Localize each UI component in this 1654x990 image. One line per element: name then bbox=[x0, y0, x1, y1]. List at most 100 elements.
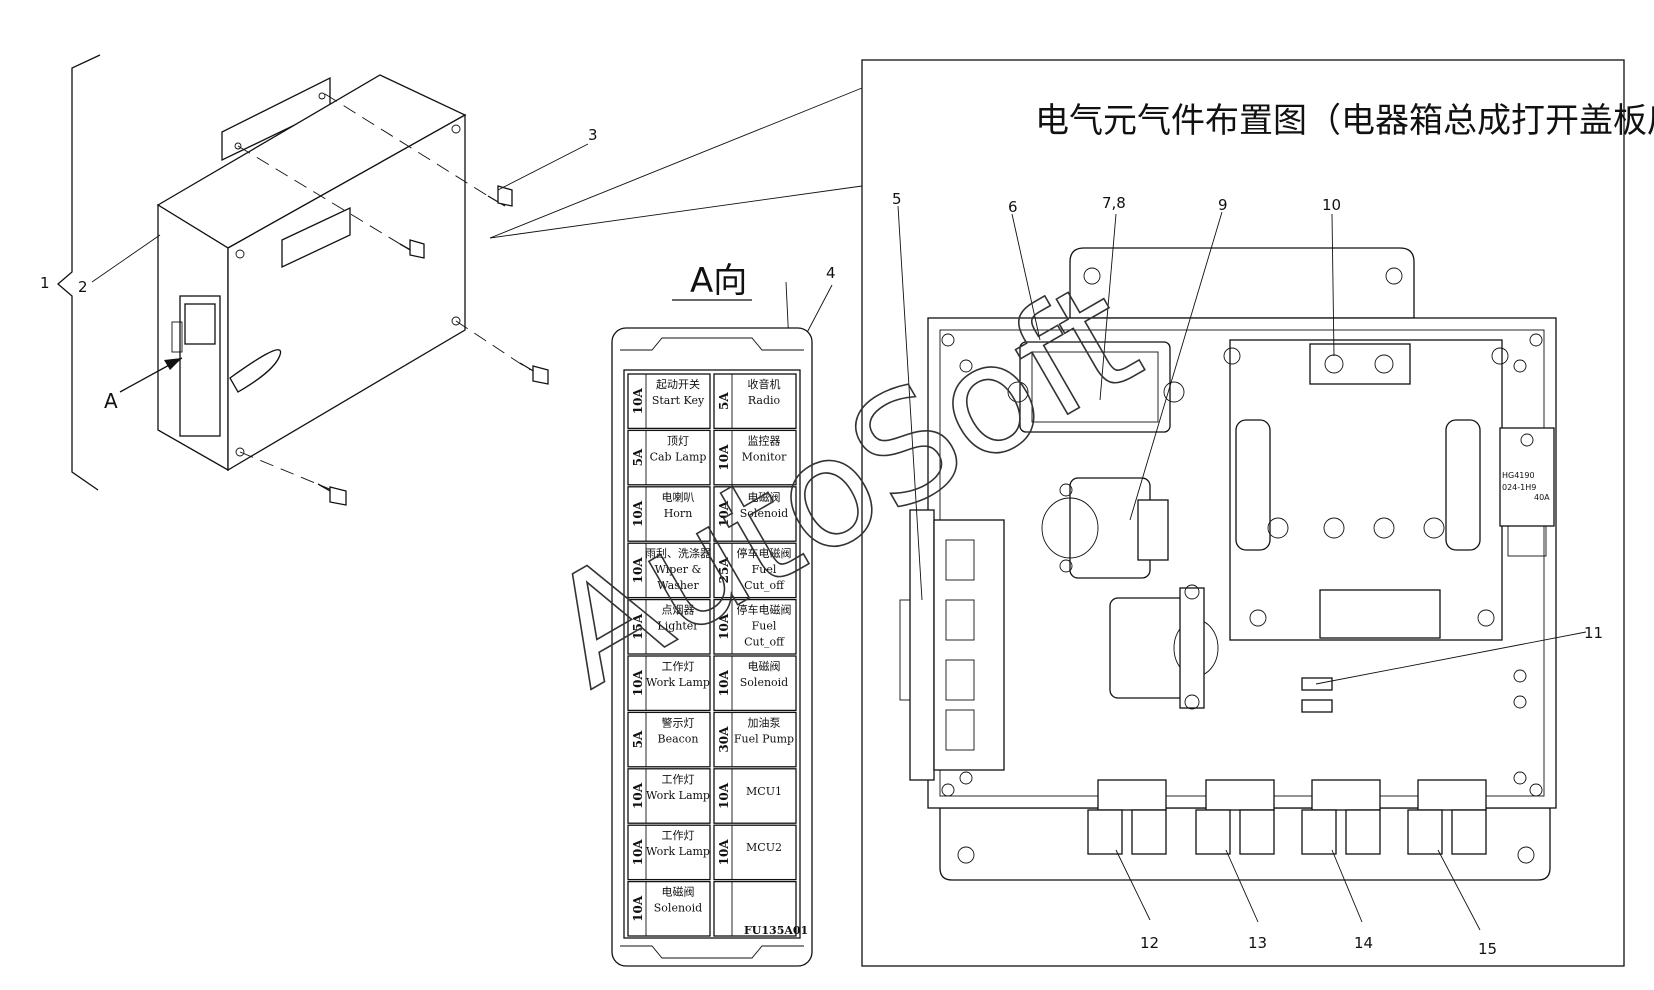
relay-housing-inner bbox=[1031, 351, 1159, 423]
fuse-panel-outer bbox=[611, 327, 813, 967]
leader-line bbox=[1331, 213, 1335, 357]
screw-head bbox=[1477, 609, 1495, 627]
fuse-label-en: Beacon bbox=[657, 732, 698, 745]
fuse-label-cn: 监控器 bbox=[748, 433, 781, 447]
projection-line bbox=[489, 87, 863, 239]
screw-head bbox=[234, 142, 242, 150]
callout-10: 10 bbox=[1322, 196, 1341, 214]
screw-head bbox=[941, 783, 955, 797]
bottom-connector bbox=[1087, 779, 1167, 855]
starter-relay bbox=[1109, 597, 1187, 699]
fuse-cell-border bbox=[627, 373, 711, 430]
box-right bbox=[227, 113, 466, 472]
callout-4: 4 bbox=[826, 264, 836, 282]
bus-bar bbox=[1445, 419, 1481, 551]
bolt-axis bbox=[324, 93, 489, 197]
connector-strip bbox=[909, 509, 935, 781]
fuse-cell-border bbox=[627, 598, 711, 655]
fuse-label-cn: 停车电磁阀 bbox=[737, 546, 792, 560]
fuse-panel-lip bbox=[620, 337, 804, 351]
fuse-label-en: Solenoid bbox=[740, 507, 788, 520]
terminal bbox=[1184, 584, 1200, 600]
bottom-connector bbox=[1407, 779, 1487, 855]
terminal bbox=[1059, 483, 1073, 497]
fuse-amperage: 10A bbox=[717, 839, 731, 866]
fuse-cell-border bbox=[713, 429, 797, 486]
fuse-label-cn: 警示灯 bbox=[662, 715, 695, 729]
relay-pins bbox=[1507, 525, 1547, 557]
callout-13: 13 bbox=[1248, 934, 1267, 952]
fuse-label-cn: 工作灯 bbox=[662, 660, 695, 673]
fuse-amperage: 15A bbox=[631, 613, 645, 640]
screw-head bbox=[235, 249, 245, 259]
fuse-label-en2: Cut_off bbox=[744, 579, 785, 592]
screw-head bbox=[959, 359, 973, 373]
switch-knob bbox=[1041, 497, 1099, 559]
screw-head bbox=[451, 124, 461, 134]
connector-slot bbox=[945, 709, 975, 751]
fuse-label-en: MCU1 bbox=[746, 785, 782, 798]
fuse-cell-border bbox=[713, 655, 797, 712]
bolt-icon bbox=[519, 362, 549, 385]
fuse-amperage: 10A bbox=[717, 613, 731, 640]
fuse-cell-border bbox=[627, 655, 711, 712]
screw-head bbox=[451, 316, 461, 326]
terminal bbox=[1059, 559, 1073, 573]
fuse-label-en: Work Lamp bbox=[646, 789, 710, 802]
callout-7-8: 7,8 bbox=[1102, 194, 1126, 212]
fuse-label-en: Wiper & bbox=[655, 563, 702, 576]
screw-head bbox=[1163, 381, 1185, 403]
fuse-cell-border bbox=[713, 598, 797, 655]
relay-terminal-bar bbox=[1179, 587, 1205, 709]
screw-head bbox=[941, 333, 955, 347]
connector-slot bbox=[945, 599, 975, 641]
fuse-label-en: Fuel bbox=[752, 620, 777, 633]
leader-line bbox=[1331, 849, 1363, 923]
fuse-cell-border bbox=[713, 824, 797, 881]
callout-14: 14 bbox=[1354, 934, 1373, 952]
fuse-cell-border bbox=[627, 824, 711, 881]
callout-11: 11 bbox=[1584, 624, 1603, 642]
fuse-amperage: 10A bbox=[717, 444, 731, 471]
fuse-amperage: 10A bbox=[717, 500, 731, 527]
detail-view-frame: 电气元气件布置图（电器箱总成打开盖板后） bbox=[861, 59, 1654, 967]
fuse-cell-border bbox=[713, 711, 797, 768]
fuse-amperage: 10A bbox=[631, 839, 645, 866]
mount-hole bbox=[957, 846, 975, 864]
projection-line bbox=[489, 185, 863, 239]
leader-line bbox=[1115, 849, 1151, 921]
fuse-cell-border bbox=[627, 542, 711, 599]
fuse-label-cn: 顶灯 bbox=[667, 434, 689, 447]
callout-1: 1 bbox=[40, 274, 50, 292]
callout-3: 3 bbox=[588, 126, 598, 144]
fuse-cell-border bbox=[713, 373, 797, 430]
mount-hole bbox=[1083, 267, 1101, 285]
leader-line bbox=[497, 143, 589, 191]
fuse-label-en: Horn bbox=[664, 507, 693, 520]
connector-block bbox=[933, 519, 1005, 771]
fuse-amperage: 10A bbox=[631, 557, 645, 584]
bolt-icon bbox=[487, 185, 513, 207]
bolt-icon bbox=[317, 483, 347, 506]
fuse-label-cn: 收音机 bbox=[748, 377, 781, 391]
fuse-cell-border bbox=[627, 429, 711, 486]
fuse-cell-border bbox=[713, 486, 797, 542]
fuse-label-en: Work Lamp bbox=[646, 676, 710, 689]
fuse-grid-frame bbox=[623, 369, 801, 939]
view-arrow-label: A bbox=[104, 389, 118, 413]
fuse-holder bbox=[1319, 589, 1441, 639]
latch-hinge bbox=[171, 321, 183, 353]
callout-2: 2 bbox=[78, 278, 88, 296]
bolt-axis bbox=[239, 451, 333, 491]
latch-handle bbox=[229, 349, 282, 393]
screw-head bbox=[1529, 333, 1543, 347]
fuse-label-cn: 停车电磁阀 bbox=[737, 603, 792, 617]
